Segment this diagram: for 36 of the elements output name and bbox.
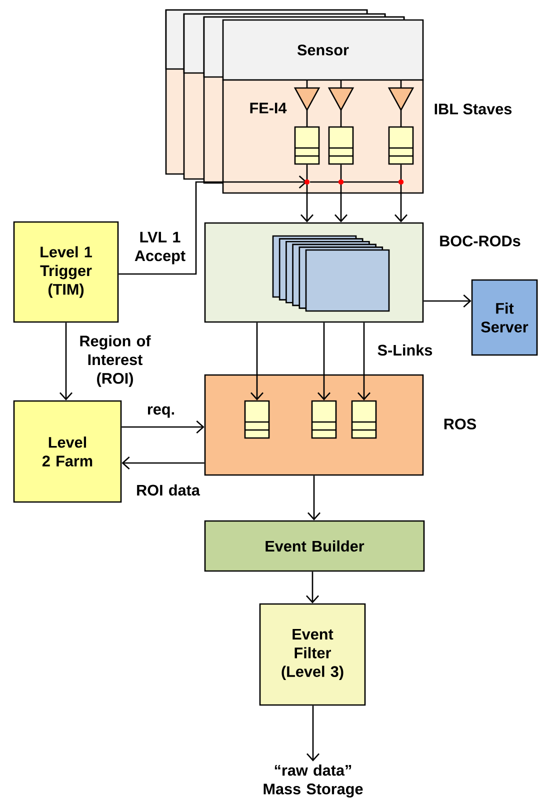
arrow xyxy=(334,164,348,222)
edge-label: Region of Interest (ROI) xyxy=(80,335,151,387)
arrow xyxy=(122,456,204,470)
edge-label: LVL 1 Accept xyxy=(134,232,186,264)
arrow xyxy=(60,322,72,400)
edge-label: ROI data xyxy=(137,484,200,496)
box-label: ROS xyxy=(444,418,476,430)
builder-box: Event Builder xyxy=(204,520,425,572)
arrow xyxy=(122,420,204,434)
buffer-box xyxy=(294,126,320,165)
farm-box: Level 2 Farm xyxy=(13,400,122,503)
arrow xyxy=(424,294,472,308)
box-label: FE-I4 xyxy=(250,102,287,114)
arrow xyxy=(306,572,319,604)
edge-label: req. xyxy=(148,406,174,418)
arrow xyxy=(250,322,264,400)
filter-box: Event Filter (Level 3) xyxy=(259,603,366,706)
arrow xyxy=(318,322,330,400)
arrow xyxy=(394,164,408,222)
server-box: Fit Server xyxy=(471,279,538,356)
group-label: IBL Staves xyxy=(434,104,512,114)
buffer-box xyxy=(328,126,354,165)
storage-label: “raw data” Mass Storage xyxy=(264,764,363,798)
buffer-box xyxy=(311,400,337,439)
arrow xyxy=(308,476,320,520)
box-label: BOC-RODs xyxy=(440,236,520,246)
sensor-box: Sensor xyxy=(222,19,424,81)
arrow xyxy=(358,322,370,400)
buffer-box xyxy=(244,400,270,439)
edge-label: S-Links xyxy=(378,344,432,356)
arrow xyxy=(118,176,307,275)
arrow xyxy=(306,706,320,762)
buffer-box xyxy=(351,400,377,439)
trigger-box: Level 1 Trigger (TIM) xyxy=(13,221,119,323)
arrow xyxy=(300,164,314,222)
buffer-box xyxy=(388,126,414,165)
